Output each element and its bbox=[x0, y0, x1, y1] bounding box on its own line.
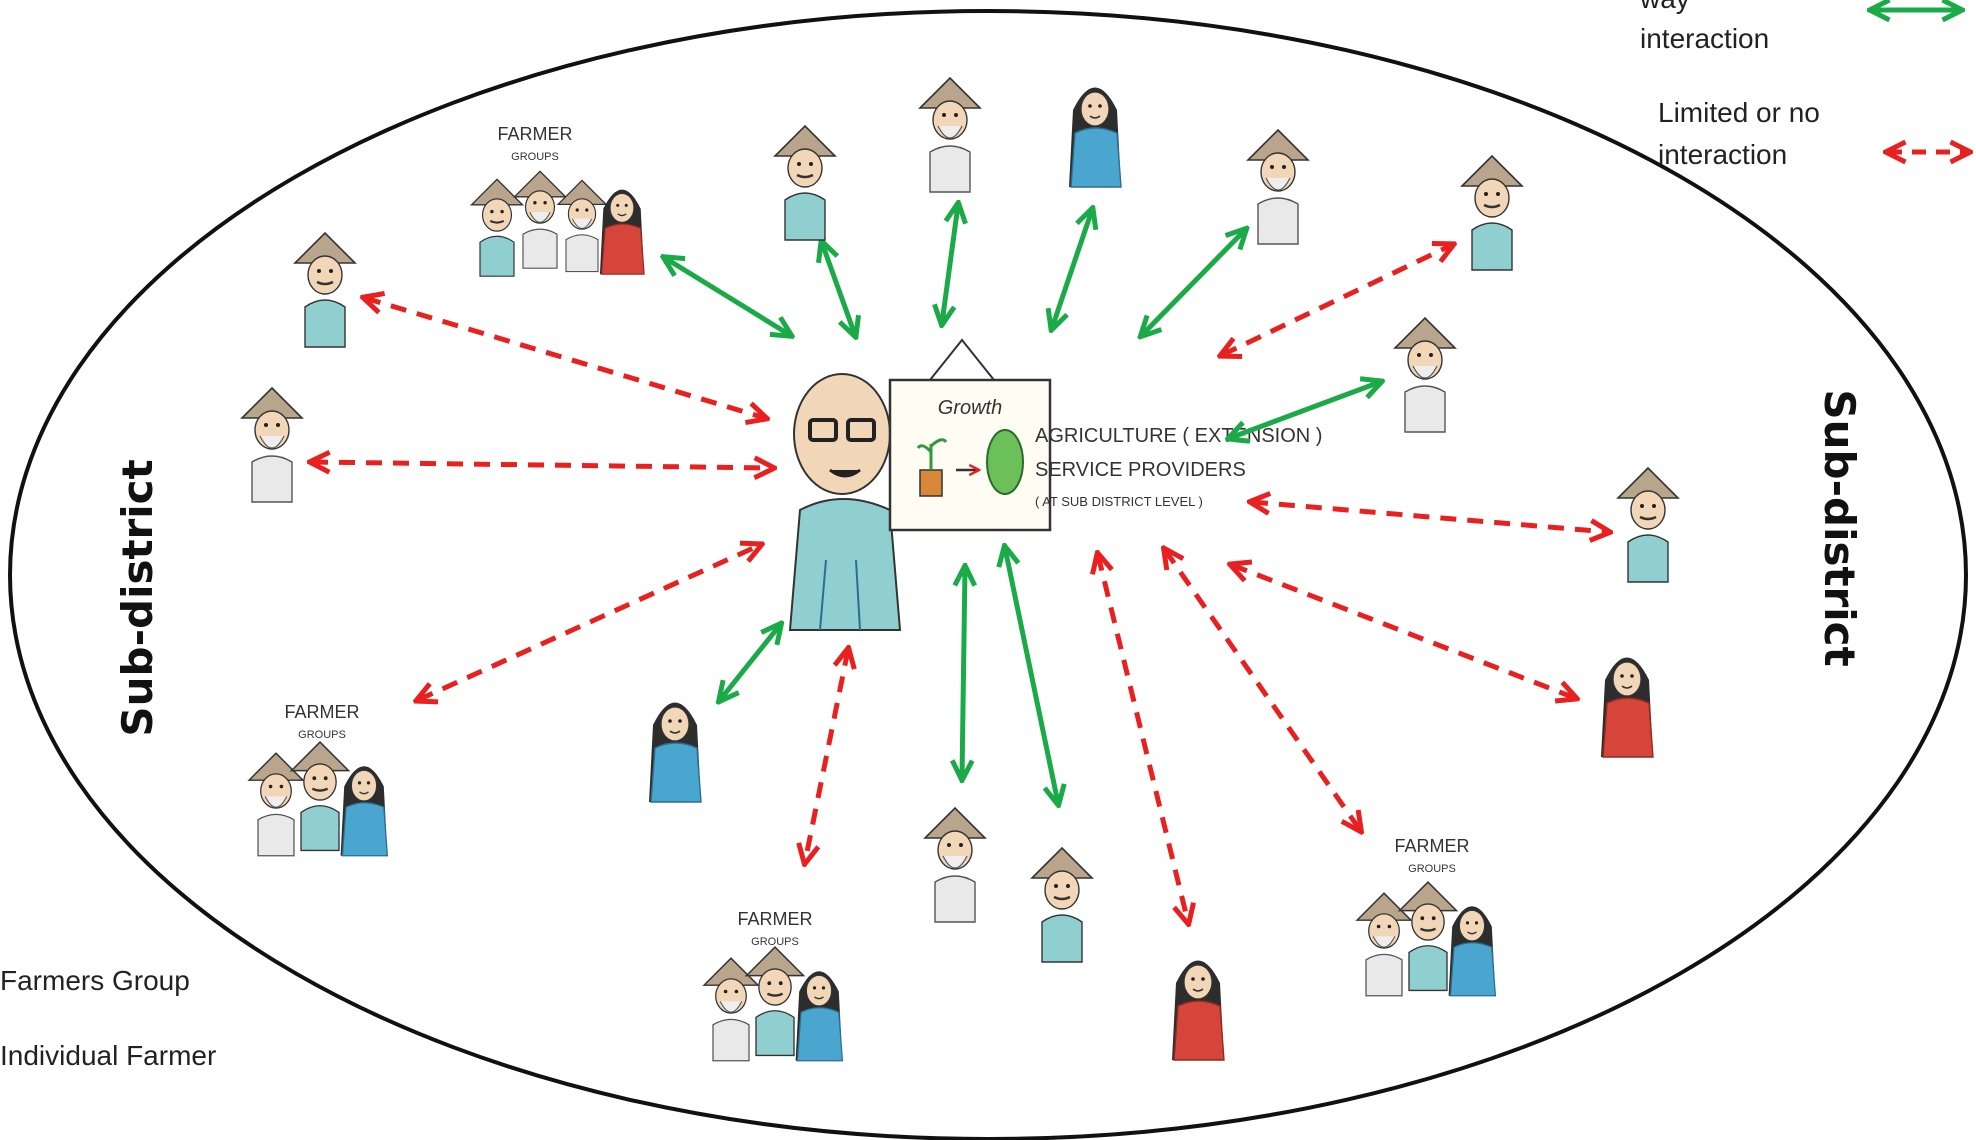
farmer-woman bbox=[648, 701, 702, 803]
farmer-man bbox=[1460, 154, 1524, 272]
legend-two-way-line1: way bbox=[1639, 0, 1690, 14]
limited-arrow bbox=[1165, 550, 1360, 830]
two-way-arrow bbox=[942, 205, 958, 323]
two-way-arrow bbox=[822, 243, 855, 335]
growth-sign: Growth bbox=[888, 338, 1052, 532]
farmer-old-man bbox=[1394, 317, 1456, 433]
sub-district-boundary bbox=[8, 9, 1968, 1140]
provider-title-line2: SERVICE PROVIDERS bbox=[1035, 459, 1246, 481]
farmer-woman bbox=[1068, 86, 1122, 188]
two-way-arrow bbox=[665, 258, 790, 335]
group-label-bottom: GROUPS bbox=[1408, 863, 1456, 875]
limited-arrow bbox=[418, 545, 760, 700]
farmer-old-man bbox=[241, 387, 303, 503]
growth-sign-text: Growth bbox=[938, 397, 1002, 419]
limited-arrow bbox=[1232, 565, 1575, 698]
farmer-group: FARMER GROUPS bbox=[704, 909, 842, 1061]
limited-arrow bbox=[312, 462, 772, 468]
provider-title-line1: AGRICULTURE ( EXTENSION ) bbox=[1035, 425, 1322, 447]
farmer-group: FARMER GROUPS bbox=[470, 124, 645, 278]
limited-arrow bbox=[805, 650, 848, 862]
farmer-woman bbox=[1171, 959, 1225, 1061]
two-way-arrow bbox=[1142, 230, 1245, 335]
legend-farmers-group: Farmers Group bbox=[0, 965, 190, 996]
farmer-man bbox=[1616, 466, 1680, 584]
two-way-arrow bbox=[1052, 210, 1092, 328]
legend-individual-farmer: Individual Farmer bbox=[0, 1040, 216, 1071]
legend-limited-line1: Limited or no bbox=[1658, 97, 1820, 128]
legend-limited-line2: interaction bbox=[1658, 139, 1787, 170]
sub-district-label-left: Sub-district bbox=[113, 459, 162, 736]
two-way-arrow bbox=[720, 625, 780, 700]
group-label-bottom: GROUPS bbox=[751, 936, 799, 948]
limited-arrows bbox=[312, 245, 1608, 922]
group-label-top: FARMER bbox=[1394, 836, 1469, 856]
legend: way interaction Limited or no interactio… bbox=[0, 0, 1968, 1071]
group-label-top: FARMER bbox=[737, 909, 812, 929]
group-label-top: FARMER bbox=[497, 124, 572, 144]
farmer-old-man bbox=[924, 807, 986, 923]
group-label-top: FARMER bbox=[284, 702, 359, 722]
provider-title-line3: ( AT SUB DISTRICT LEVEL ) bbox=[1035, 494, 1203, 509]
farmer-group: FARMER GROUPS bbox=[249, 702, 387, 856]
limited-arrow bbox=[1252, 502, 1608, 532]
limited-arrow bbox=[365, 298, 765, 418]
farmer-old-man bbox=[919, 77, 981, 193]
extension-service-provider: Growth AGRICULTURE ( EXTENSION ) SERVICE… bbox=[788, 338, 1322, 631]
farmer-man bbox=[293, 231, 357, 349]
two-way-arrow bbox=[1230, 382, 1380, 438]
farmer-old-man bbox=[1247, 129, 1309, 245]
sub-district-label-right: Sub-district bbox=[1815, 389, 1864, 666]
farmer-woman bbox=[1600, 656, 1654, 758]
farmer-group: FARMER GROUPS bbox=[1357, 836, 1495, 996]
farmer-man bbox=[773, 124, 837, 242]
two-way-arrow bbox=[1005, 548, 1058, 803]
limited-arrow bbox=[1098, 555, 1188, 922]
group-label-bottom: GROUPS bbox=[511, 151, 559, 163]
two-way-arrow bbox=[962, 568, 965, 778]
group-label-bottom: GROUPS bbox=[298, 729, 346, 741]
limited-arrow bbox=[1222, 245, 1452, 355]
legend-two-way-line2: interaction bbox=[1640, 23, 1769, 54]
extension-worker-figure bbox=[788, 373, 902, 631]
farmer-man bbox=[1030, 846, 1094, 964]
